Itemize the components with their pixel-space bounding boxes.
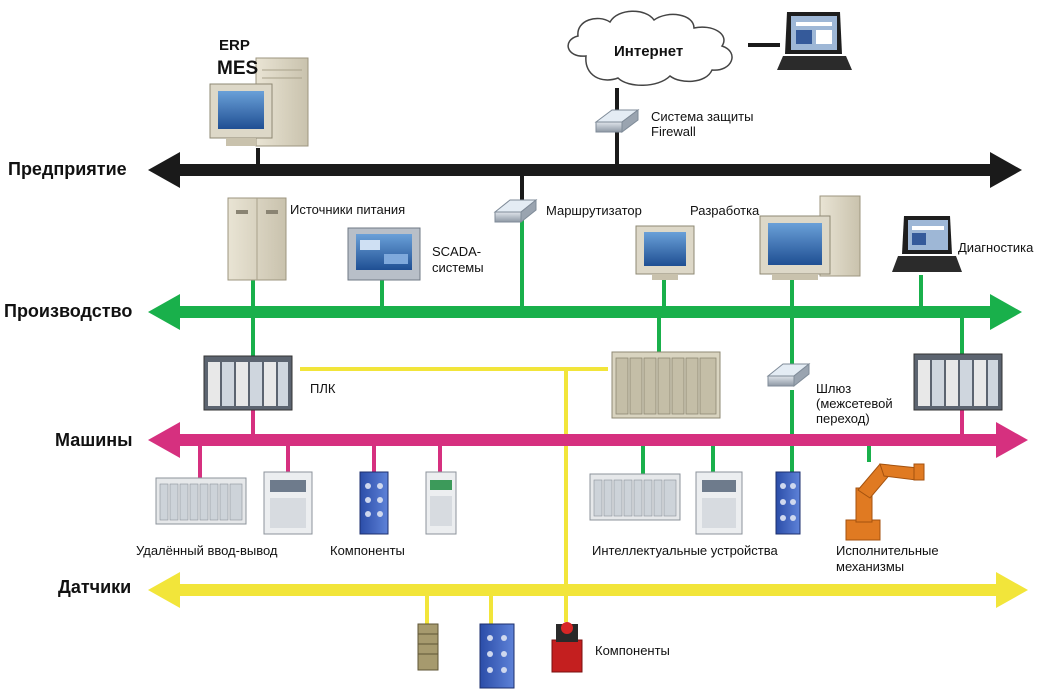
label-router: Маршрутизатор — [546, 203, 642, 218]
level-sensors: Датчики — [58, 577, 132, 597]
sensors-connectors — [300, 367, 608, 625]
power-supply-icon — [227, 197, 287, 281]
plc-left-icon — [203, 355, 293, 411]
machines-bus — [148, 422, 1028, 458]
diagnostics-laptop-icon — [892, 216, 962, 272]
sensors-bus — [148, 572, 1028, 608]
level-production: Производство — [4, 301, 133, 321]
internet-laptop-icon — [777, 12, 852, 70]
label-firewall-1: Система защиты — [651, 109, 754, 124]
label-development: Разработка — [690, 203, 760, 218]
label-gateway-2: (межсетевой — [816, 396, 893, 411]
label-plc: ПЛК — [310, 381, 336, 396]
robot-arm-icon — [845, 463, 925, 541]
modular-controller-icon — [611, 351, 721, 419]
io-module-blue-right-icon — [775, 471, 801, 535]
remote-io-right-icon — [589, 473, 681, 521]
router-icon — [493, 198, 538, 224]
level-machines: Машины — [55, 430, 133, 450]
plc-right-icon — [913, 353, 1003, 411]
erp-mes-server-icon — [209, 57, 309, 147]
label-actuators-1: Исполнительные — [836, 543, 939, 558]
remote-io-left-icon — [155, 477, 247, 525]
label-scada-1: SCADA- — [432, 244, 482, 259]
enterprise-bus — [148, 152, 1022, 188]
sensor-hub-icon — [479, 623, 515, 689]
firewall-icon — [594, 109, 640, 133]
production-bus — [148, 294, 1022, 330]
label-components-machines: Компоненты — [330, 543, 405, 558]
label-erp: ERP — [219, 37, 250, 54]
label-diagnostics: Диагностика — [958, 240, 1034, 255]
label-mes: MES — [217, 58, 259, 79]
internet-cloud-icon — [567, 10, 733, 86]
label-components-sensors: Компоненты — [595, 643, 670, 658]
development-monitor-icon — [635, 225, 695, 280]
label-scada-2: системы — [432, 260, 484, 275]
drive-right-icon — [695, 471, 743, 535]
level-enterprise: Предприятие — [8, 159, 127, 179]
label-gateway-1: Шлюз — [816, 381, 852, 396]
development-workstation-icon — [759, 195, 861, 280]
scada-panel-icon — [347, 227, 421, 281]
label-power: Источники питания — [290, 202, 406, 217]
label-smart-devices: Интеллектуальные устройства — [592, 543, 778, 558]
io-module-blue-icon — [359, 471, 389, 535]
emergency-stop-icon — [551, 622, 583, 673]
gateway-icon — [766, 362, 811, 388]
label-internet: Интернет — [614, 43, 684, 60]
label-gateway-3: переход) — [816, 411, 870, 426]
small-drive-icon — [425, 471, 457, 535]
drive-left-icon — [263, 471, 313, 535]
label-actuators-2: механизмы — [836, 559, 905, 574]
label-remote-io: Удалённый ввод-вывод — [136, 543, 278, 558]
label-firewall-2: Firewall — [651, 124, 696, 139]
proximity-sensor-icon — [417, 623, 439, 671]
production-connectors — [251, 220, 964, 475]
